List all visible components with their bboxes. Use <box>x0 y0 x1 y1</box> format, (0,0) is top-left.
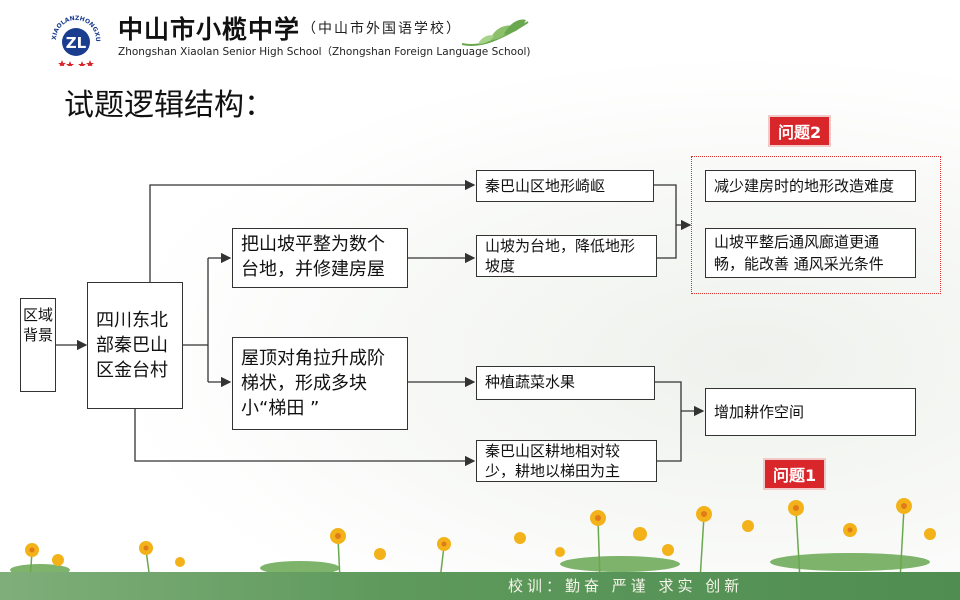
school-name-en: Zhongshan Xiaolan Senior High School（Zho… <box>118 46 531 58</box>
arrow-village-farmland <box>134 408 476 467</box>
tag-question-2: 问题2 <box>768 115 832 147</box>
box-farmland: 秦巴山区耕地相对较少，耕地以梯田为主 <box>476 440 657 482</box>
slide-title: 试题逻辑结构： <box>64 88 274 123</box>
box-village: 四川东北部秦巴山区金台村 <box>87 282 183 409</box>
logo-letters: ZL <box>66 34 87 52</box>
connector-merge-q1 <box>655 381 682 462</box>
box-increase-space: 增加耕作空间 <box>705 388 916 436</box>
arrow-village-rugged <box>149 179 476 282</box>
box-reduce-difficulty: 减少建房时的地形改造难度 <box>705 170 916 202</box>
box-vegetables: 种植蔬菜水果 <box>476 366 655 400</box>
box-region-background: 区域背景 <box>20 298 56 392</box>
box-lower-slope: 山坡为台地，降低地形坡度 <box>476 235 657 277</box>
box-ventilation: 山坡平整后通风廊道更通畅，能改善 通风采光条件 <box>705 228 916 278</box>
school-name-cn-sub: （中山市外国语学校） <box>302 21 462 37</box>
footer-band <box>0 572 960 600</box>
school-name-cn: 中山市小榄中学 <box>118 15 301 44</box>
school-motto: 校训：勤奋 严谨 求实 创新 <box>508 577 744 595</box>
school-header: XIAOLANZHONGXUE ZL 中山市小榄中学 （中山市外国语学校） Zh… <box>0 0 960 70</box>
school-logo-icon: XIAOLANZHONGXUE ZL <box>48 10 101 66</box>
question-2-group <box>691 156 941 294</box>
connector-merge-q2 <box>654 184 677 259</box>
box-rugged-terrain: 秦巴山区地形崎岖 <box>476 170 654 202</box>
box-platform: 把山坡平整为数个台地，并修建房屋 <box>232 228 408 288</box>
box-terrace: 屋顶对角拉升成阶梯状，形成多块小“梯田 ” <box>232 337 408 430</box>
leaf-decoration-icon <box>461 19 529 46</box>
tag-question-1: 问题1 <box>763 458 827 490</box>
flower-decoration-icon <box>10 498 936 580</box>
